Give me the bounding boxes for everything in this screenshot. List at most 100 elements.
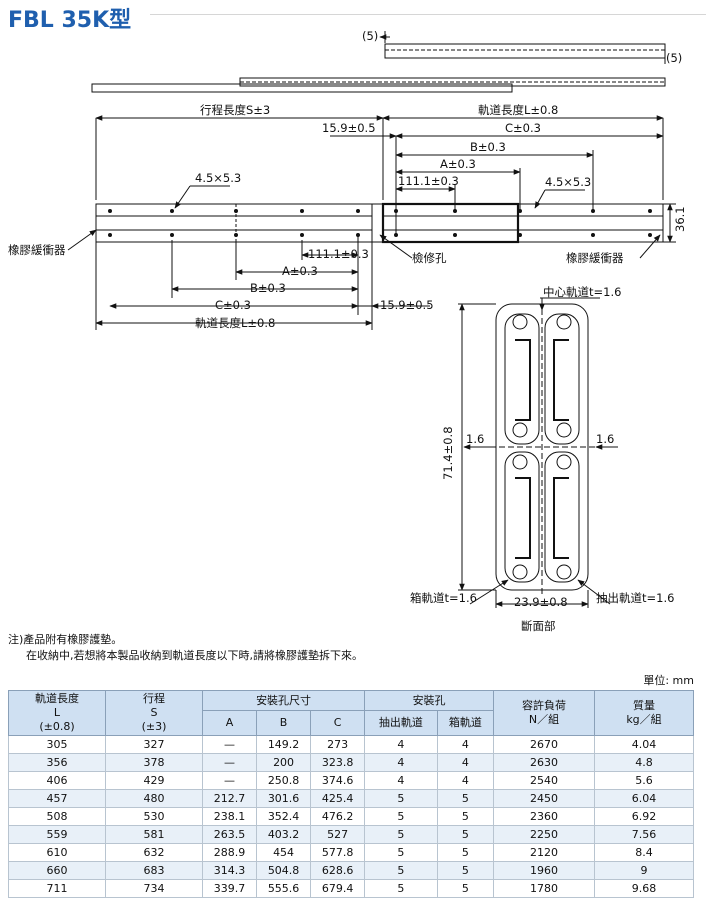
- table-cell: 323.8: [310, 753, 366, 772]
- hole-size-right: 4.5×5.3: [545, 175, 591, 189]
- table-cell: 457: [8, 789, 106, 808]
- table-cell: 200: [256, 753, 312, 772]
- table-cell: 4.04: [594, 735, 694, 754]
- table-cell: 4: [364, 753, 438, 772]
- table-cell: 4: [436, 735, 495, 754]
- table-cell: 374.6: [310, 771, 366, 790]
- table-cell: 4: [436, 771, 495, 790]
- a-dimension-top: A±0.3: [440, 157, 476, 171]
- header-c: C: [310, 710, 366, 736]
- thickness-left: 1.6: [466, 432, 484, 446]
- table-cell: 263.5: [201, 825, 258, 844]
- table-cell: 504.8: [256, 861, 312, 880]
- table-cell: 555.6: [256, 879, 312, 898]
- b-dimension-top: B±0.3: [470, 140, 506, 154]
- table-cell: 403.2: [256, 825, 312, 844]
- header-holes: 安裝孔: [364, 690, 494, 711]
- bumper-label-right: 橡膠緩衝器: [566, 251, 624, 265]
- rail-side-view-right: [382, 203, 664, 243]
- table-cell: 734: [105, 879, 203, 898]
- table-cell: 660: [8, 861, 106, 880]
- table-cell: 327: [105, 735, 203, 754]
- table-cell: 5: [436, 807, 495, 826]
- table-cell: 7.56: [594, 825, 694, 844]
- table-cell: 476.2: [310, 807, 366, 826]
- table-cell: 2120: [493, 843, 595, 862]
- table-cell: 425.4: [310, 789, 366, 808]
- table-cell: 9: [594, 861, 694, 880]
- rail-length-dimension-bottom: 軌道長度L±0.8: [195, 316, 275, 330]
- offset-dimension-bottom: 15.9±0.5: [380, 298, 434, 312]
- table-cell: 301.6: [256, 789, 312, 808]
- rail-top-view-closed: [384, 43, 666, 59]
- note-line-1: 注)產品附有橡膠護墊。: [8, 633, 123, 646]
- table-cell: 5: [436, 861, 495, 880]
- table-cell: 212.7: [201, 789, 258, 808]
- table-cell: 250.8: [256, 771, 312, 790]
- table-cell: 305: [8, 735, 106, 754]
- pitch-dimension-bottom: 111.1±0.3: [308, 247, 369, 261]
- pitch-dimension-top: 111.1±0.3: [398, 174, 459, 188]
- height-dimension-side: 36.1: [673, 206, 687, 232]
- table-cell: 5.6: [594, 771, 694, 790]
- technical-drawing: (5) (5) 行程長度S±3 軌道長度L±0.8 15.9±0.5 C±0.3…: [8, 29, 687, 633]
- dim-5-right: (5): [666, 51, 682, 65]
- table-cell: 628.6: [310, 861, 366, 880]
- rail-side-view-left: [95, 203, 373, 243]
- section-height-dimension: 71.4±0.8: [441, 426, 455, 480]
- table-cell: 149.2: [256, 735, 312, 754]
- header-box-rail: 箱軌道: [436, 710, 495, 736]
- table-cell: 273: [310, 735, 366, 754]
- table-cell: 4: [364, 771, 438, 790]
- thickness-right: 1.6: [596, 432, 614, 446]
- table-cell: 314.3: [201, 861, 258, 880]
- rail-length-dimension-top: 軌道長度L±0.8: [478, 103, 558, 117]
- table-cell: 632: [105, 843, 203, 862]
- table-cell: 339.7: [201, 879, 258, 898]
- table-cell: 4: [364, 735, 438, 754]
- header-mount-dims: 安裝孔尺寸: [201, 690, 366, 711]
- table-cell: 508: [8, 807, 106, 826]
- a-dimension-bottom: A±0.3: [282, 264, 318, 278]
- table-cell: 4.8: [594, 753, 694, 772]
- table-cell: 5: [364, 825, 438, 844]
- table-cell: 5: [364, 843, 438, 862]
- dim-5-top: (5): [362, 29, 378, 43]
- table-cell: 1780: [493, 879, 595, 898]
- pull-rail-label: 抽出軌道t=1.6: [596, 591, 674, 605]
- hole-size-left: 4.5×5.3: [195, 171, 241, 185]
- table-cell: 406: [8, 771, 106, 790]
- header-a: A: [201, 710, 258, 736]
- table-cell: 577.8: [310, 843, 366, 862]
- table-cell: 683: [105, 861, 203, 880]
- table-cell: 378: [105, 753, 203, 772]
- table-cell: 5: [436, 825, 495, 844]
- table-cell: —: [201, 771, 258, 790]
- table-cell: 238.1: [201, 807, 258, 826]
- table-cell: 5: [364, 807, 438, 826]
- header-pull-rail: 抽出軌道: [364, 710, 438, 736]
- table-cell: —: [201, 735, 258, 754]
- table-cell: 480: [105, 789, 203, 808]
- center-rail-label: 中心軌道t=1.6: [543, 285, 621, 299]
- table-cell: 2630: [493, 753, 595, 772]
- title-rule: [150, 14, 706, 15]
- section-width-dimension: 23.9±0.8: [514, 595, 568, 609]
- offset-dimension-top: 15.9±0.5: [322, 121, 376, 135]
- page-title: FBL 35K型: [8, 8, 132, 33]
- table-cell: 429: [105, 771, 203, 790]
- table-cell: 5: [364, 789, 438, 808]
- table-cell: 5: [436, 879, 495, 898]
